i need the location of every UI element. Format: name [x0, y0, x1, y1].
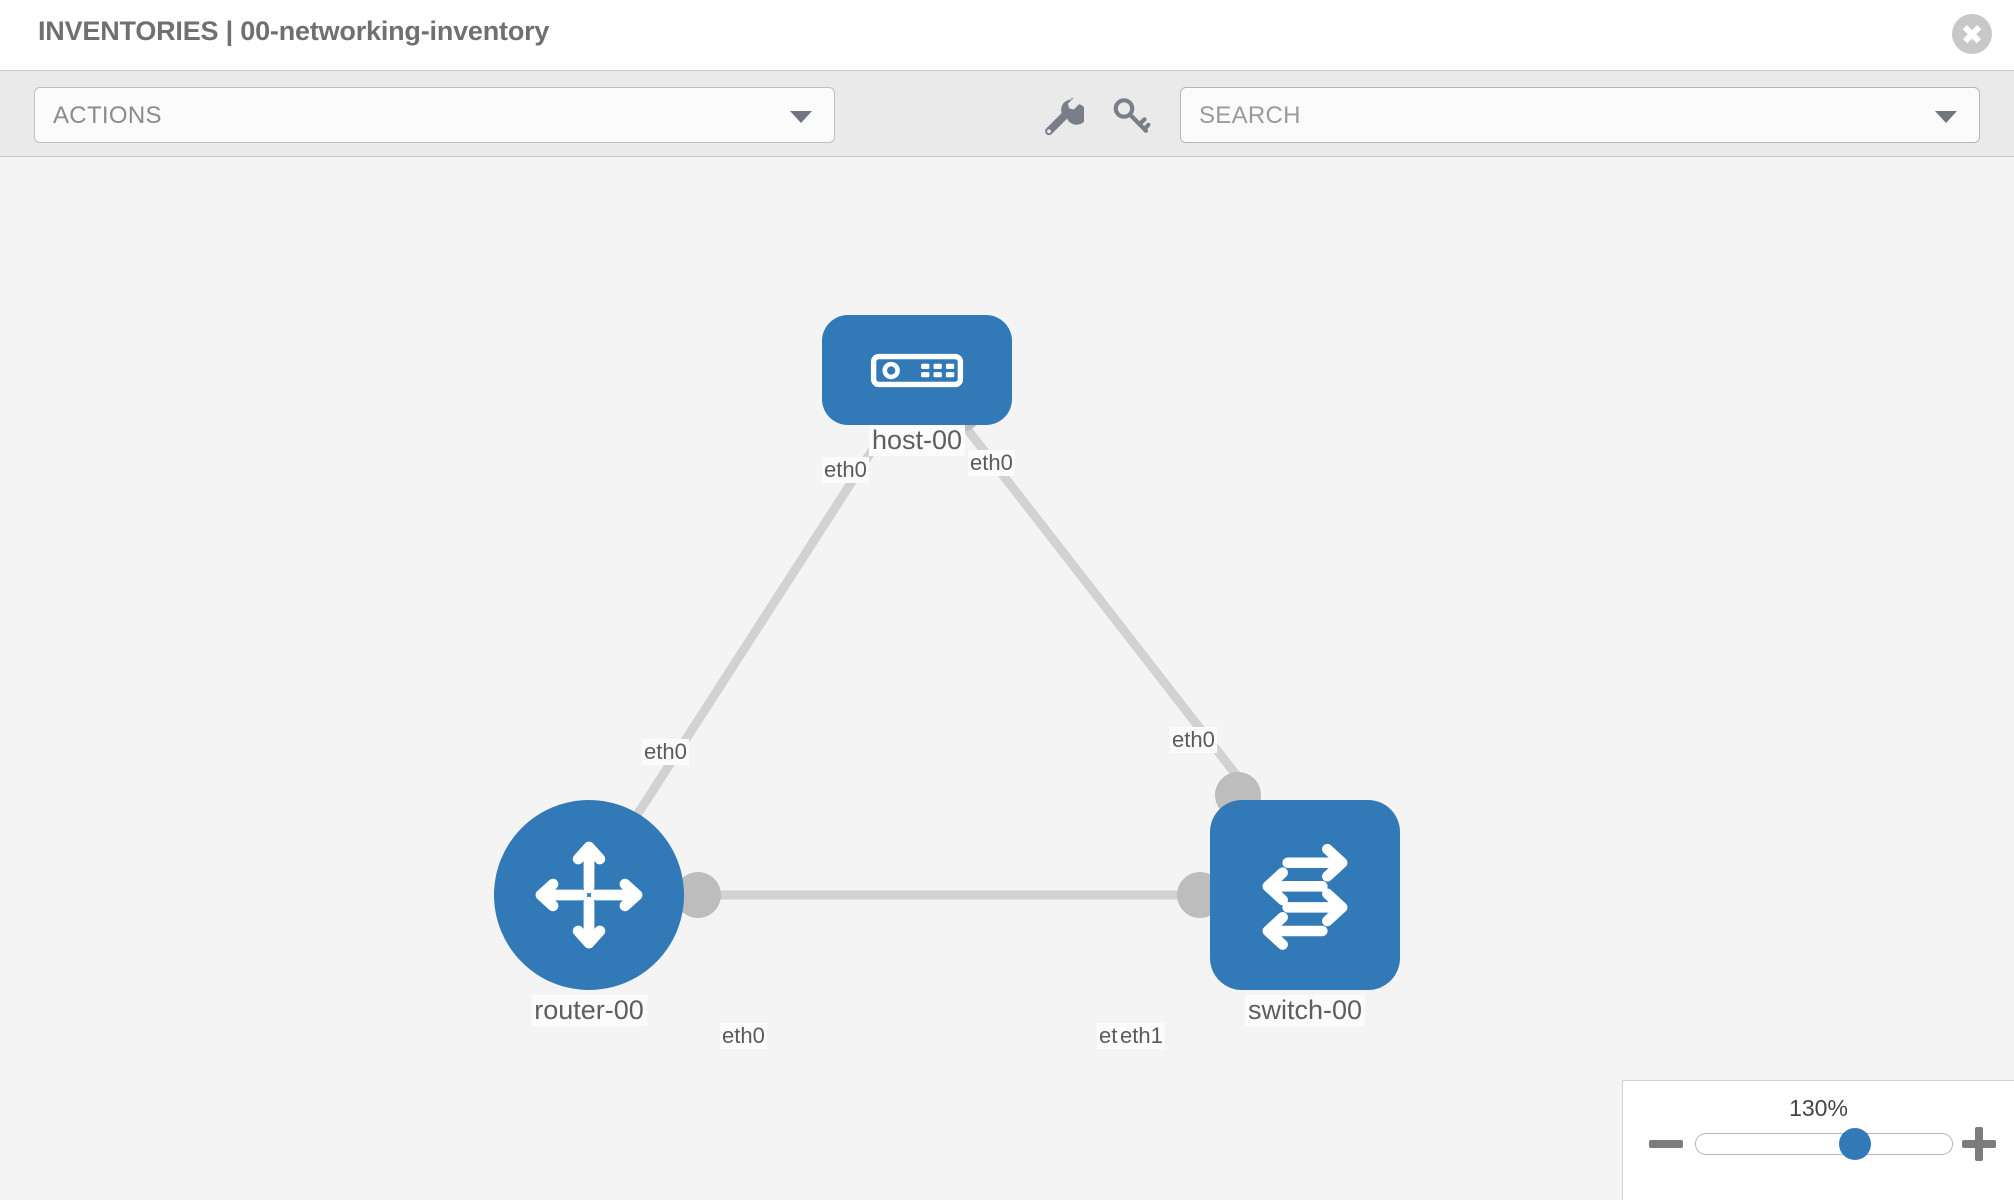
chevron-down-icon	[1935, 111, 1957, 123]
topology-canvas[interactable]: host-00 router-00	[0, 157, 2014, 1200]
page-title: INVENTORIES | 00-networking-inventory	[38, 16, 550, 46]
server-icon	[870, 353, 964, 388]
node-shape-router[interactable]	[494, 800, 684, 990]
topology-node-switch-00[interactable]: switch-00	[1210, 800, 1400, 1026]
key-icon[interactable]	[1108, 93, 1154, 139]
link-label-host-eth0-right: eth0	[968, 450, 1015, 476]
node-label-router-00: router-00	[531, 995, 647, 1026]
page-header: INVENTORIES | 00-networking-inventory	[0, 0, 2014, 70]
topology-node-router-00[interactable]: router-00	[494, 800, 684, 1026]
plus-icon-bar-v	[1975, 1127, 1983, 1161]
toolbar: ACTIONS SEARCH	[0, 70, 2014, 157]
node-shape-host[interactable]	[822, 315, 1012, 425]
link-label-router-eth0-right: eth0	[720, 1023, 767, 1049]
search-placeholder: SEARCH	[1199, 102, 1301, 129]
router-arrows-icon	[535, 841, 643, 949]
wrench-icon[interactable]	[1038, 93, 1087, 139]
topology-links-layer	[606, 386, 1304, 918]
zoom-control-panel: 130%	[1622, 1080, 2014, 1200]
chevron-down-icon	[790, 111, 812, 123]
link-label-host-eth0-left: eth0	[822, 457, 869, 483]
search-input[interactable]: SEARCH	[1180, 87, 1980, 143]
link-label-switch-eth1: eth1	[1118, 1023, 1165, 1049]
plus-icon[interactable]	[1962, 1127, 1996, 1161]
zoom-level-label: 130%	[1789, 1095, 1848, 1121]
port-router-eth0-right	[675, 872, 721, 918]
minus-icon[interactable]	[1649, 1127, 1683, 1161]
zoom-slider-thumb[interactable]	[1838, 1128, 1871, 1160]
link-label-router-eth0-up: eth0	[642, 739, 689, 765]
link-lines	[606, 404, 1304, 900]
node-label-host-00: host-00	[868, 425, 966, 456]
switch-arrows-icon	[1262, 843, 1348, 950]
close-icon[interactable]	[1952, 14, 1992, 54]
node-shape-switch[interactable]	[1210, 800, 1400, 990]
zoom-slider[interactable]	[1695, 1128, 1953, 1160]
link-label-switch-eth0-up: eth0	[1170, 727, 1217, 753]
minus-icon-bar	[1649, 1140, 1683, 1148]
actions-dropdown-label: ACTIONS	[53, 102, 162, 129]
node-label-switch-00: switch-00	[1244, 995, 1366, 1026]
actions-dropdown[interactable]: ACTIONS	[34, 87, 835, 143]
topology-node-host-00[interactable]: host-00	[822, 315, 1012, 456]
